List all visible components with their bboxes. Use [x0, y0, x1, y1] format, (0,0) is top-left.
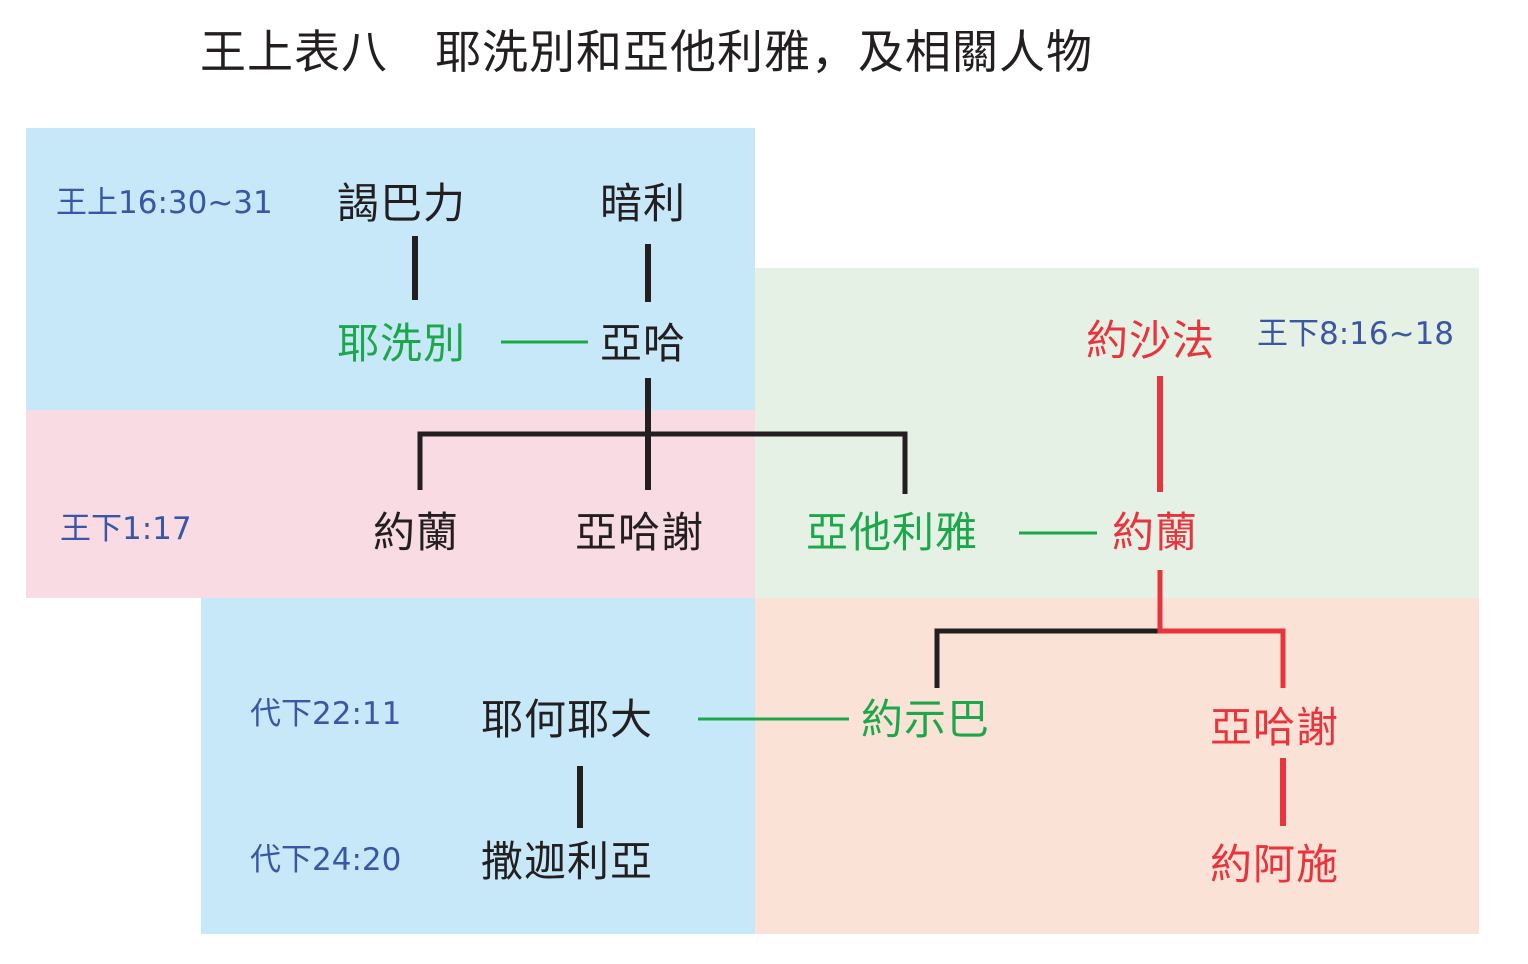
reference-kings1-16: 王上16:30~31 [56, 185, 273, 221]
person-jehoiada: 耶何耶大 [481, 695, 654, 744]
person-joram-israel: 約蘭 [373, 508, 460, 557]
person-jehosheba: 約示巴 [861, 695, 991, 744]
person-jehoshaphat: 約沙法 [1086, 316, 1216, 365]
region-jehoiada-house [201, 598, 755, 934]
region-ahab-children [26, 410, 755, 598]
region-ahaziah-children [755, 598, 1479, 934]
person-ethbaal: 謁巴力 [337, 179, 467, 228]
person-joash: 約阿施 [1210, 840, 1340, 889]
region-ahab-house [26, 128, 755, 410]
page-title: 王上表八 耶洗別和亞他利雅，及相關人物 [200, 25, 1093, 79]
person-athaliah: 亞他利雅 [806, 508, 979, 557]
person-jehoram-judah: 約蘭 [1112, 508, 1199, 557]
reference-chronicles2-24: 代下24:20 [250, 842, 402, 878]
jehoram-children-line [1157, 570, 1286, 688]
reference-chronicles2-22: 代下22:11 [250, 696, 402, 732]
jehosheba-branch-line [934, 628, 1160, 688]
ahab-children-bracket [417, 431, 908, 494]
person-jezebel: 耶洗別 [337, 319, 467, 368]
person-zechariah: 撒迦利亞 [481, 837, 654, 886]
person-omri: 暗利 [600, 179, 687, 228]
reference-kings2-8: 王下8:16~18 [1257, 316, 1455, 352]
reference-kings2-1: 王下1:17 [60, 511, 192, 547]
person-ahab: 亞哈 [600, 319, 687, 368]
person-ahaziah-judah: 亞哈謝 [1210, 703, 1340, 752]
person-ahaziah-israel: 亞哈謝 [575, 508, 705, 557]
